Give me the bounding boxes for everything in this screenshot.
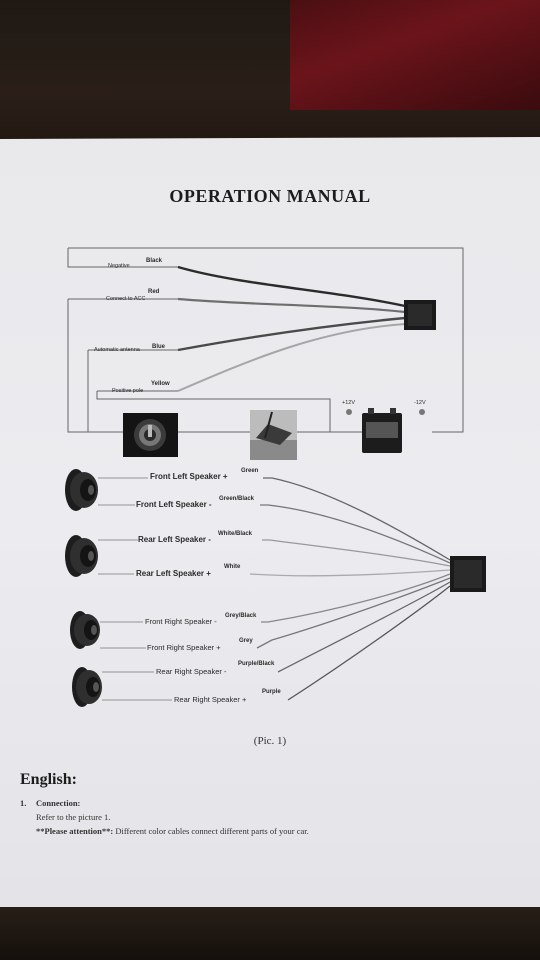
positive-pole-label: Positive pole [112, 388, 144, 394]
negative-terminal-icon [419, 409, 425, 415]
positive-terminal-icon [346, 409, 352, 415]
connection-heading-row: 1. Connection: [20, 796, 309, 810]
green-wire-label: Green [241, 468, 259, 474]
rear-right-plus-label: Rear Right Speaker + [174, 695, 247, 704]
front-left-plus-label: Front Left Speaker + [150, 472, 228, 481]
connection-section: 1. Connection: Refer to the picture 1. **… [20, 796, 309, 838]
antenna-label: Automatic antenna [94, 347, 140, 353]
ignition-key-image [123, 413, 178, 457]
speaker-front-left-icon [65, 469, 98, 511]
power-frame [67, 247, 464, 433]
negative-label: Negative [108, 263, 130, 269]
figure-caption: (Pic. 1) [253, 735, 287, 747]
black-wire-label: Black [146, 258, 163, 264]
yellow-wire-label: Yellow [151, 381, 170, 387]
attention-text: Different color cables connect different… [115, 826, 309, 836]
background-red-object [290, 0, 540, 110]
speaker-icons [65, 469, 102, 707]
white-wire-label: White [224, 564, 241, 570]
speaker-front-right-icon [70, 611, 100, 649]
speaker-rear-left-icon [65, 535, 98, 577]
grey-black-wire-label: Grey/Black [225, 613, 257, 619]
attention-label: **Please attention**: [36, 826, 114, 836]
antenna-image [250, 410, 297, 460]
rear-left-plus-label: Rear Left Speaker + [136, 569, 211, 578]
speaker-rear-right-icon [72, 667, 102, 707]
rear-left-minus-label: Rear Left Speaker - [138, 535, 211, 544]
connection-text: Refer to the picture 1. [36, 812, 111, 822]
blue-wire-label: Blue [152, 344, 166, 350]
speaker-wires [249, 477, 451, 701]
front-right-plus-label: Front Right Speaker + [147, 643, 221, 652]
battery-positive-label: +12V [342, 400, 355, 406]
purple-wire-label: Purple [262, 689, 281, 695]
attention-row: **Please attention**: Different color ca… [20, 824, 309, 838]
battery-image [346, 408, 425, 453]
battery-negative-label: -12V [414, 400, 426, 406]
acc-label: Connect to ACC [106, 296, 146, 302]
section-heading: English: [20, 771, 77, 788]
rear-right-minus-label: Rear Right Speaker - [156, 667, 227, 676]
item-number: 1. [20, 798, 27, 808]
green-black-wire-label: Green/Black [219, 496, 255, 502]
front-left-minus-label: Front Left Speaker - [136, 500, 212, 509]
speaker-leads [98, 477, 172, 701]
front-right-minus-label: Front Right Speaker - [145, 617, 217, 626]
manual-page [0, 137, 540, 907]
white-black-wire-label: White/Black [218, 531, 253, 537]
power-wires [177, 265, 406, 392]
background-bottom [0, 900, 540, 960]
purple-black-wire-label: Purple/Black [238, 661, 275, 667]
connection-title: Connection: [36, 798, 81, 808]
grey-wire-label: Grey [239, 638, 253, 644]
red-wire-label: Red [148, 289, 160, 295]
page-title: OPERATION MANUAL [169, 186, 371, 206]
